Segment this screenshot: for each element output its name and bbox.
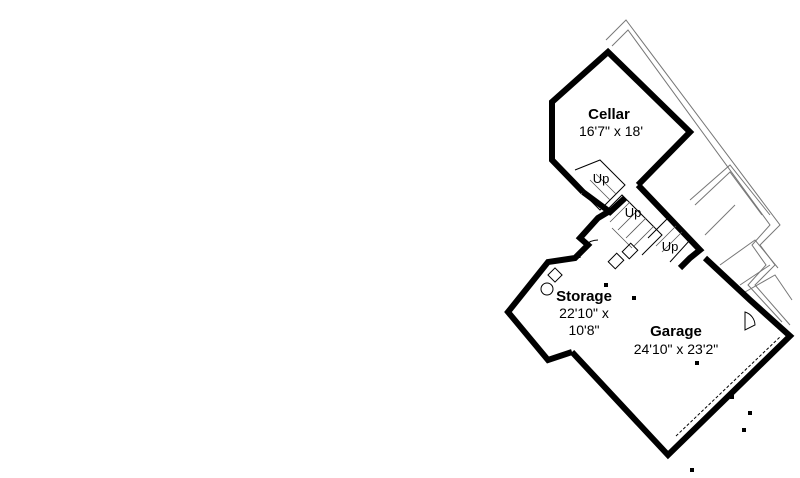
storage-wall: [504, 209, 610, 364]
stair-middle-label: Up: [625, 205, 642, 220]
storage-door-swing: [579, 239, 599, 259]
stair-core-wall: [581, 189, 628, 216]
utility-box: [607, 252, 625, 270]
garage-door-swing: [744, 311, 756, 331]
terrace-outline: [605, 19, 793, 326]
water-heater-icon: [540, 267, 563, 296]
garage-dimensions: 24'10" x 23'2": [634, 341, 719, 357]
storage-dimensions-line2: 10'8": [568, 322, 599, 338]
garage-name: Garage: [650, 323, 702, 340]
cellar-dimensions: 16'7" x 18': [579, 123, 643, 139]
storage-dimensions-line1: 22'10" x: [559, 305, 609, 321]
stair-lower: [647, 217, 691, 263]
stair-upper-label: Up: [593, 171, 610, 186]
stair-lower-label: Up: [662, 239, 679, 254]
cellar-wall: [549, 47, 695, 195]
stair-core-wall-right: [635, 182, 705, 271]
garage-door: [675, 335, 786, 441]
post-markers: [604, 283, 752, 472]
utility-box: [621, 242, 639, 260]
cellar-name: Cellar: [588, 106, 630, 123]
storage-name: Storage: [556, 288, 612, 305]
garage-wall: [569, 255, 795, 460]
stair-upper: [574, 159, 626, 211]
